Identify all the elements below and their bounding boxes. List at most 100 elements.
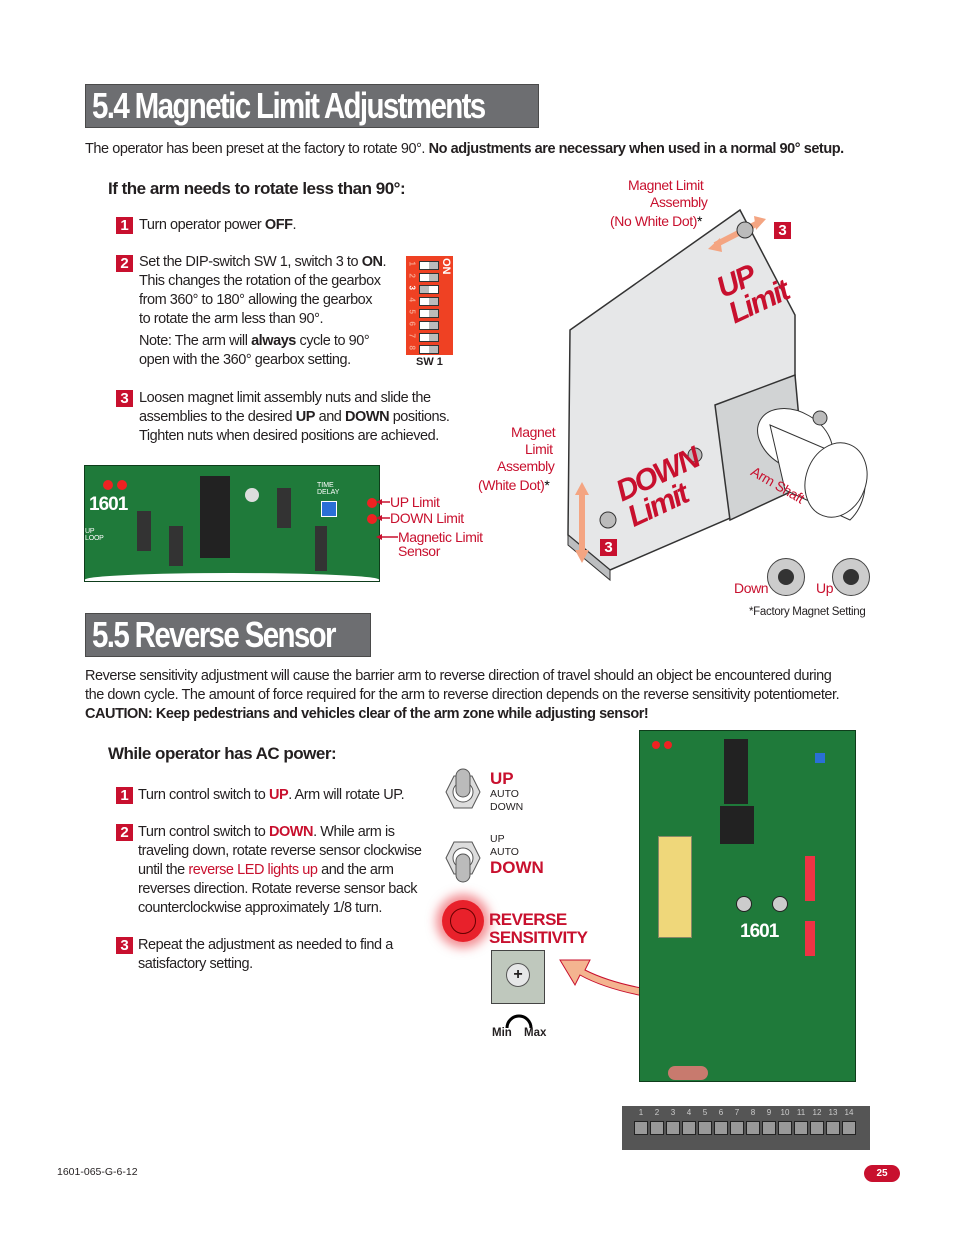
chip bbox=[137, 511, 151, 551]
magnet-down-label: Down bbox=[734, 580, 769, 596]
terminal: 7 bbox=[730, 1108, 744, 1135]
capacitor bbox=[668, 1066, 708, 1080]
intro-text: The operator has been preset at the fact… bbox=[85, 141, 429, 157]
step-3-text: Repeat the adjustment as needed to find … bbox=[138, 936, 393, 974]
chip bbox=[724, 739, 748, 804]
step-number: 3 bbox=[116, 937, 133, 954]
board-loop-label: UP LOOP bbox=[85, 528, 104, 542]
terminal: 1 bbox=[634, 1108, 648, 1135]
led bbox=[652, 741, 660, 749]
text: This changes the rotation of the gearbox bbox=[139, 273, 381, 289]
step-3-badge-top: 3 bbox=[774, 222, 791, 239]
min-label: Min bbox=[492, 1027, 512, 1039]
dip-switch-number: 5 bbox=[407, 309, 417, 314]
terminal: 4 bbox=[682, 1108, 696, 1135]
label-no-white-dot: (No White Dot)* bbox=[610, 213, 702, 230]
text-bold: OFF bbox=[264, 217, 293, 233]
text: open with the 360° gearbox setting. bbox=[139, 352, 351, 368]
section-title: 5.4 Magnetic Limit Adjustments bbox=[92, 85, 486, 126]
dip-switch-row: 3 bbox=[408, 284, 439, 294]
text: Loosen magnet limit assembly nuts and sl… bbox=[139, 390, 431, 406]
rotation-arc-icon bbox=[505, 1014, 533, 1028]
circuit-board-image: 1601 UP LOOP TIME DELAY bbox=[84, 465, 380, 582]
text-bold: ON bbox=[361, 254, 383, 270]
magnet-down-icon bbox=[767, 558, 805, 596]
circuit-board-image-large: 1601 bbox=[639, 730, 856, 1082]
dip-switch-label: SW 1 bbox=[416, 356, 443, 368]
text: (White Dot) bbox=[478, 477, 545, 493]
chip bbox=[315, 526, 327, 571]
step-3-badge-bottom: 3 bbox=[600, 539, 617, 556]
down-limit-led bbox=[367, 514, 377, 524]
text: SENSITIVITY bbox=[489, 928, 588, 947]
chip bbox=[277, 488, 291, 528]
dip-on-label: ON bbox=[440, 258, 452, 275]
asterisk: * bbox=[696, 213, 703, 229]
text: (No White Dot) bbox=[610, 213, 697, 229]
board-model-label: 1601 bbox=[740, 921, 779, 942]
dip-switch-toggle bbox=[419, 344, 439, 354]
led bbox=[664, 741, 672, 749]
up-limit-led bbox=[367, 498, 377, 508]
step-number: 3 bbox=[116, 390, 133, 407]
switch-down-state-label: UP AUTO DOWN bbox=[490, 833, 544, 877]
step-2-text: Set the DIP-switch SW 1, switch 3 to ON.… bbox=[139, 253, 387, 370]
label-assembly: Assembly bbox=[497, 458, 555, 474]
step-3-text: Loosen magnet limit assembly nuts and sl… bbox=[139, 389, 450, 446]
dip-switch-toggle bbox=[419, 284, 439, 294]
led bbox=[103, 480, 113, 490]
text: assemblies to the desired bbox=[139, 409, 296, 425]
label-magnet: Magnet bbox=[511, 424, 556, 440]
fuse bbox=[772, 896, 788, 912]
text: . Arm will rotate UP. bbox=[288, 787, 405, 803]
terminal: 10 bbox=[778, 1108, 792, 1135]
text-bold: DOWN bbox=[268, 824, 314, 840]
dip-switch-number: 3 bbox=[407, 285, 417, 290]
dip-switch-number: 8 bbox=[407, 345, 417, 350]
text: DOWN bbox=[490, 858, 544, 877]
subheading: While operator has AC power: bbox=[108, 744, 337, 763]
switch-up-state-label: UP AUTO DOWN bbox=[490, 770, 523, 814]
magnet-up-label: Up bbox=[816, 580, 834, 596]
intro-paragraph: The operator has been preset at the fact… bbox=[85, 140, 844, 159]
text: counterclockwise approximately 1/8 turn. bbox=[138, 900, 382, 916]
text: . bbox=[382, 254, 387, 270]
terminal: 13 bbox=[826, 1108, 840, 1135]
text: UP bbox=[490, 833, 505, 845]
terminal: 14 bbox=[842, 1108, 856, 1135]
text: until the bbox=[138, 862, 189, 878]
callout-magnetic-limit: Magnetic Limit bbox=[398, 529, 483, 545]
dip-switch-number: 2 bbox=[407, 273, 417, 278]
dip-switch bbox=[805, 921, 815, 956]
max-label: Max bbox=[524, 1027, 547, 1039]
label-limit: Limit bbox=[525, 441, 553, 457]
label-assembly: Assembly bbox=[650, 194, 708, 210]
text: Note: The arm will bbox=[139, 333, 252, 349]
chip bbox=[169, 526, 183, 566]
chip bbox=[200, 476, 230, 558]
board-edge bbox=[85, 573, 379, 581]
dip-switch-toggle bbox=[419, 296, 439, 306]
section-title-banner: 5.5 Reverse Sensor bbox=[85, 613, 371, 657]
dip-switch-row: 5 bbox=[408, 308, 439, 318]
text: cycle to 90° bbox=[295, 333, 370, 349]
intro-bold-text: No adjustments are necessary when used i… bbox=[428, 141, 845, 157]
terminal: 9 bbox=[762, 1108, 776, 1135]
terminal: 3 bbox=[666, 1108, 680, 1135]
led bbox=[117, 480, 127, 490]
text: UP bbox=[490, 769, 514, 788]
text: from 360° to 180° allowing the gearbox bbox=[139, 292, 373, 308]
terminal: 8 bbox=[746, 1108, 760, 1135]
potentiometer bbox=[815, 753, 825, 763]
callout-arrows bbox=[376, 499, 398, 540]
dip-switch-toggle bbox=[419, 308, 439, 318]
text-red: reverse LED lights up bbox=[188, 862, 318, 878]
text: Tighten nuts when desired positions are … bbox=[139, 428, 439, 444]
step-number: 1 bbox=[116, 217, 133, 234]
label-white-dot: (White Dot)* bbox=[478, 477, 550, 494]
subheading: If the arm needs to rotate less than 90°… bbox=[108, 179, 406, 198]
board-time-delay-label: TIME DELAY bbox=[317, 482, 340, 496]
callout-up-limit: UP Limit bbox=[390, 494, 440, 510]
terminal: 12 bbox=[810, 1108, 824, 1135]
caution-text: CAUTION: Keep pedestrians and vehicles c… bbox=[85, 706, 649, 722]
